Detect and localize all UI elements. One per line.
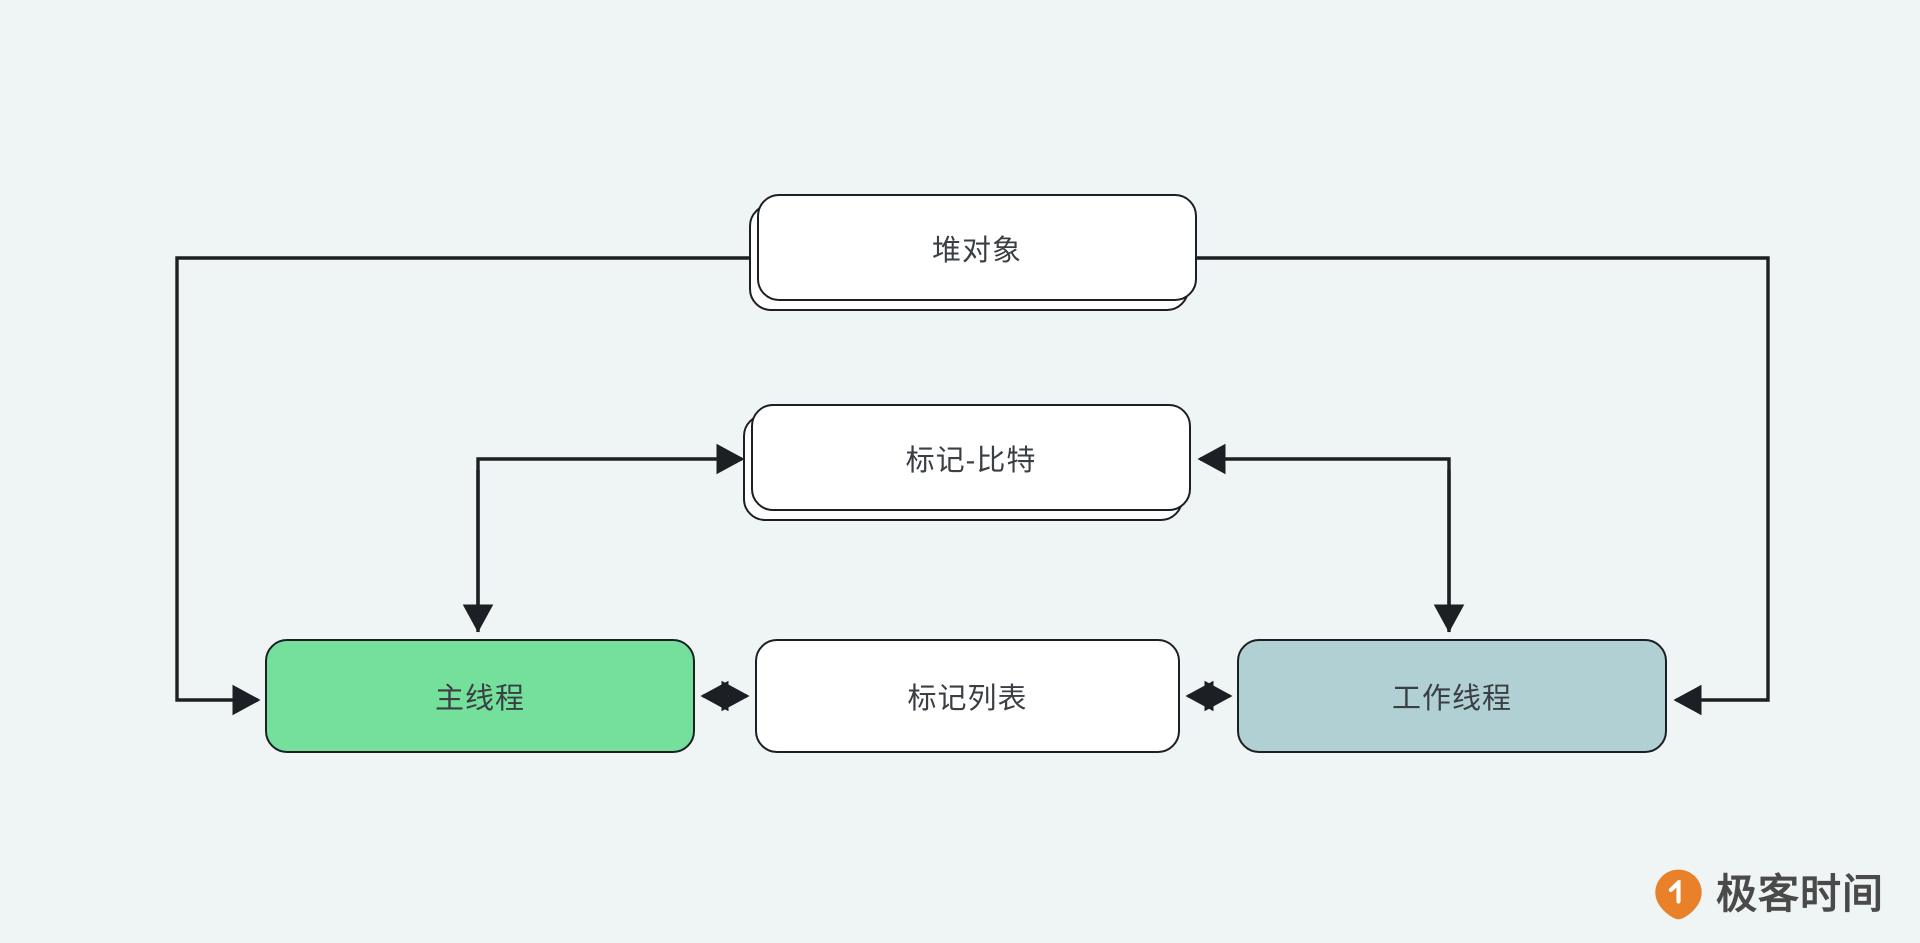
brand-watermark: 极客时间 [1652,868,1884,921]
node-heap-object[interactable]: 堆对象 [757,194,1197,301]
node-main-thread-label: 主线程 [434,683,525,715]
node-mark-list-label: 标记列表 [907,683,1028,715]
node-mark-bit[interactable]: 标记-比特 [751,404,1191,511]
node-worker-thread[interactable]: 工作线程 [1237,639,1667,753]
node-worker-thread-label: 工作线程 [1391,683,1512,715]
edge-worker-thread-to-markbit [1197,443,1451,632]
node-mark-list[interactable]: 标记列表 [755,639,1180,753]
node-mark-bit-label: 标记-比特 [905,444,1037,477]
brand-name-label: 极客时间 [1716,871,1884,917]
edge-main-thread-to-markbit [476,443,745,632]
geektime-logo-icon [1652,868,1705,921]
edge-heap-to-main-thread [175,256,757,716]
node-heap-object-label: 堆对象 [931,234,1022,267]
node-main-thread[interactable]: 主线程 [265,639,695,753]
edge-heap-to-worker-thread [1197,256,1770,716]
